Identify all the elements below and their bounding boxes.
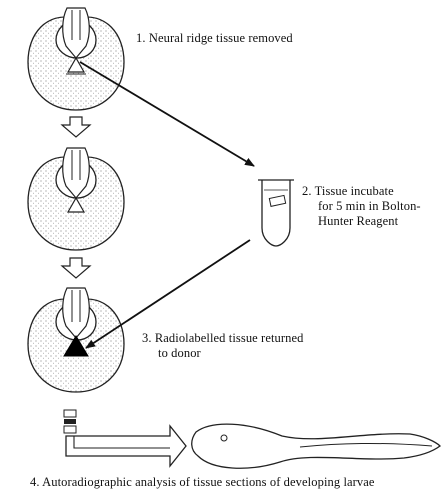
step-1-label: 1. Neural ridge tissue removed [136, 31, 293, 46]
tissue-section-blocks [63, 409, 77, 434]
step-1-number: 1. [136, 31, 146, 45]
embryo-cross-section-2 [27, 147, 125, 251]
step-3-text-line-1: Radiolabelled tissue returned [154, 331, 304, 345]
embryo-cross-section-1 [27, 7, 125, 111]
incubation-tube [258, 179, 294, 247]
embryo-cross-section-3 [27, 287, 125, 393]
step-2-text-line-3: Hunter Reagent [318, 214, 399, 228]
tissue-piece [268, 194, 287, 207]
down-arrow-1 [60, 116, 92, 138]
step-3-number: 3. [142, 331, 152, 345]
step-2-text-line-2: for 5 min in Bolton- [318, 199, 421, 213]
step-3-text-line-2: to donor [158, 346, 201, 360]
step-2-label: 2. Tissue incubate for 5 min in Bolton- … [302, 184, 421, 229]
radiolabelled-tissue [63, 335, 89, 357]
step-4-number: 4. [30, 475, 40, 489]
step-3-label: 3. Radiolabelled tissue returned to dono… [142, 331, 304, 361]
arrow-to-donor [85, 239, 251, 349]
larva-eye-icon [220, 434, 228, 442]
step-2-number: 2. [302, 184, 312, 198]
step-4-text: Autoradiographic analysis of tissue sect… [42, 475, 375, 489]
larva [191, 423, 441, 469]
arrow-to-tube [79, 61, 255, 167]
down-arrow-2 [60, 257, 92, 279]
step-2-text-line-1: Tissue incubate [314, 184, 394, 198]
step-1-text: Neural ridge tissue removed [148, 31, 293, 45]
hollow-arrow [65, 424, 187, 468]
step-4-label: 4. Autoradiographic analysis of tissue s… [30, 475, 375, 490]
